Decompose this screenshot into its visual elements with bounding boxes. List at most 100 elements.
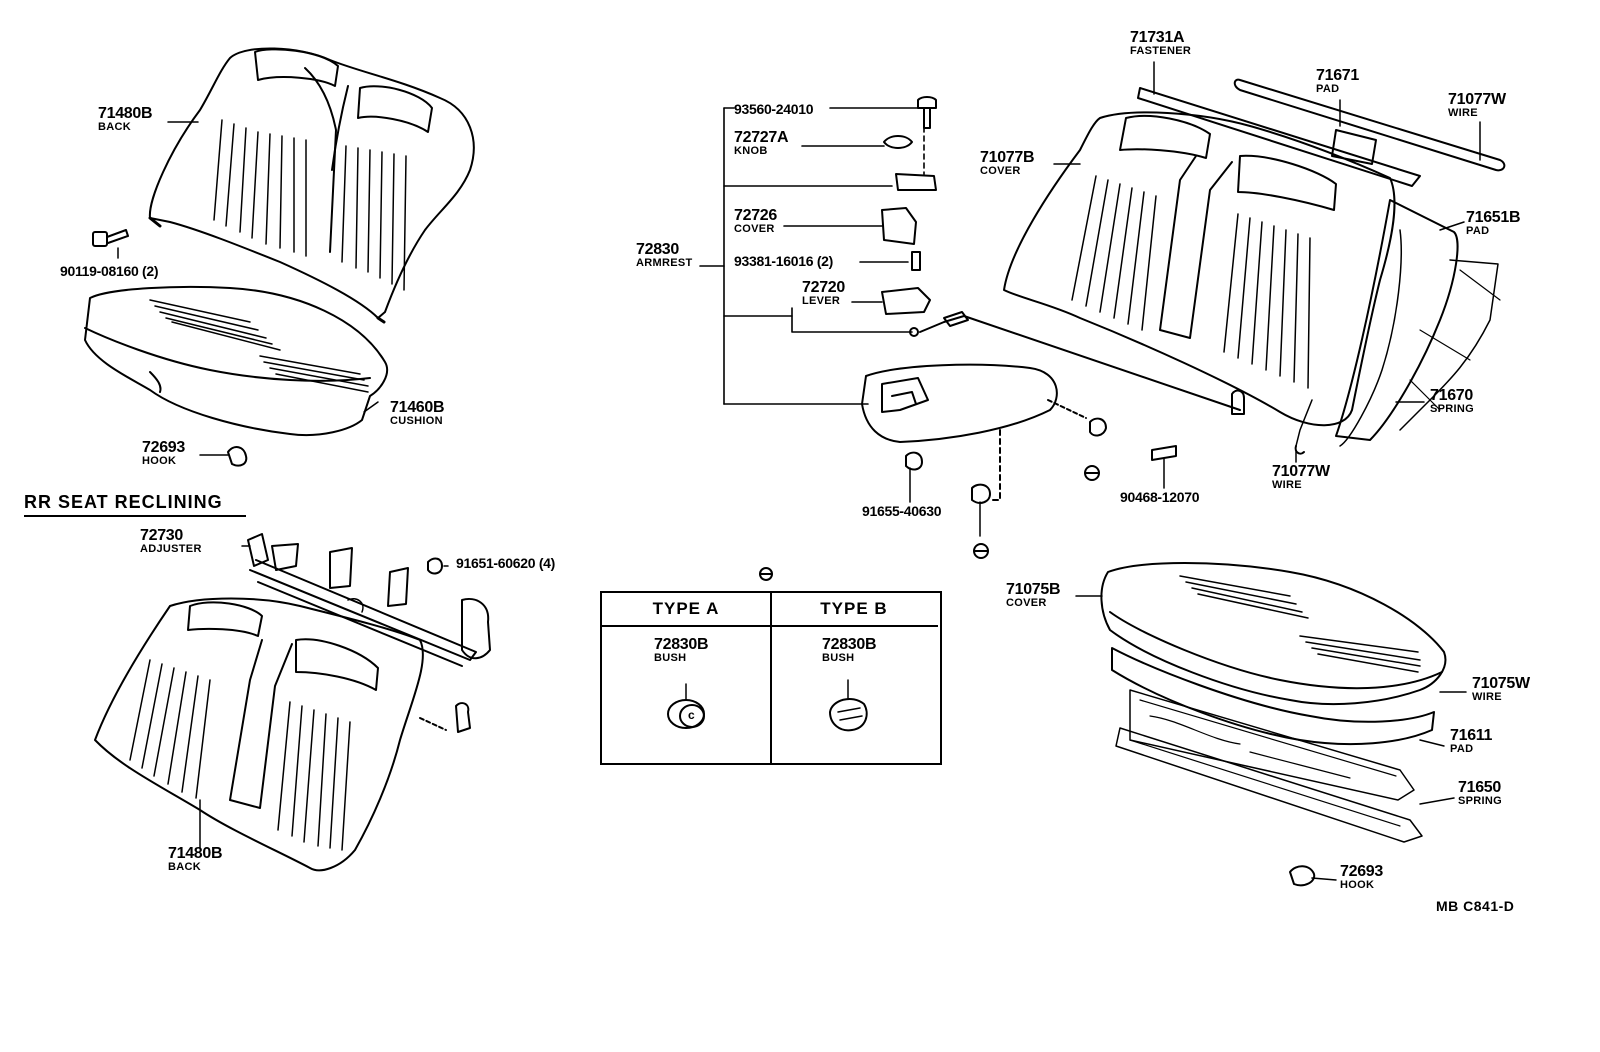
armrest-bracket-lines — [699, 107, 925, 405]
part-number: 72693 — [1340, 863, 1383, 880]
type-a-mark: c — [688, 708, 695, 722]
label-71077B: 71077B COVER — [980, 149, 1035, 177]
type-b-part-label: 72830B BUSH — [822, 636, 877, 664]
leader-lines — [117, 61, 1481, 881]
label-71077W-bottom: 71077W WIRE — [1272, 464, 1330, 491]
reference-code: MB C841-D — [1436, 898, 1515, 914]
right-back-illustration — [1003, 78, 1506, 455]
label-72730: 72730 ADJUSTER — [140, 528, 202, 555]
label-72693-right: 72693 HOOK — [1340, 864, 1383, 891]
part-name: BACK — [168, 861, 201, 873]
label-72693-left: 72693 HOOK — [142, 440, 185, 467]
part-number: 71671 — [1316, 67, 1359, 84]
part-number: 71480B — [98, 105, 153, 122]
part-name: WIRE — [1472, 691, 1502, 703]
label-71460B: 71460B CUSHION — [390, 399, 445, 427]
bolt-90119-illustration — [92, 229, 129, 247]
part-name: SPRING — [1430, 403, 1474, 415]
label-71651B: 71651B PAD — [1466, 209, 1521, 237]
part-number: 72727A — [734, 129, 789, 146]
label-71075B: 71075B COVER — [1006, 581, 1061, 609]
label-93560: 93560-24010 — [734, 101, 814, 117]
part-name: FASTENER — [1130, 45, 1192, 57]
bolt-91651-illustration — [427, 557, 443, 575]
bush-type-a-illustration — [667, 683, 705, 729]
label-71480B-bottom: 71480B BACK — [168, 846, 223, 873]
part-name: COVER — [1006, 597, 1047, 609]
label-71480B-top: 71480B BACK — [98, 105, 153, 133]
part-number: 71075W — [1472, 675, 1530, 692]
part-name: WIRE — [1448, 107, 1478, 119]
part-name: COVER — [980, 165, 1021, 177]
part-number: 71731A — [1130, 29, 1185, 46]
type-a-part-label: 72830B BUSH — [654, 636, 709, 664]
label-90468: 90468-12070 — [1120, 489, 1200, 505]
part-number: 71460B — [390, 399, 445, 416]
part-number: 72830B — [654, 636, 709, 653]
label-71731A: 71731A FASTENER — [1130, 30, 1191, 57]
part-name: SPRING — [1458, 795, 1502, 807]
part-name: PAD — [1316, 83, 1340, 95]
part-name: ADJUSTER — [140, 543, 202, 555]
bush-type-b-illustration — [829, 679, 868, 732]
part-number: 72730 — [140, 527, 183, 544]
label-72830: 72830 ARMREST — [636, 242, 693, 269]
adjuster-illustration — [247, 533, 491, 667]
part-number: 93381-16016 (2) — [734, 253, 834, 269]
part-number: 71651B — [1466, 209, 1521, 226]
label-93381: 93381-16016 (2) — [734, 254, 833, 268]
part-number: 71670 — [1430, 387, 1473, 404]
part-number: 72693 — [142, 439, 185, 456]
armrest-parts-illustration — [861, 96, 1241, 501]
part-name: HOOK — [1340, 879, 1375, 891]
part-number: 71077W — [1448, 91, 1506, 108]
seat-cushion-illustration — [84, 285, 389, 436]
part-name: COVER — [734, 223, 775, 235]
part-name: BUSH — [822, 652, 855, 664]
part-number: 71611 — [1450, 727, 1493, 744]
part-name: WIRE — [1272, 479, 1302, 491]
part-number: 71650 — [1458, 779, 1501, 796]
label-71670: 71670 SPRING — [1430, 388, 1474, 415]
part-name: PAD — [1450, 743, 1474, 755]
section-title: RR SEAT RECLINING — [24, 492, 246, 517]
part-number: 91655-40630 — [862, 503, 942, 519]
part-number: 72720 — [802, 279, 845, 296]
type-a-heading: TYPE A — [602, 593, 770, 627]
part-name: ARMREST — [636, 257, 693, 269]
label-91655: 91655-40630 — [862, 503, 942, 519]
label-72727A: 72727A KNOB — [734, 129, 789, 157]
part-number: 72726 — [734, 207, 777, 224]
part-number: 90119-08160 (2) — [60, 263, 159, 279]
part-name: PAD — [1466, 225, 1490, 237]
seat-back-illustration-bottom — [94, 597, 471, 872]
part-name: LEVER — [802, 295, 841, 307]
part-name: KNOB — [734, 145, 768, 157]
part-number: 71075B — [1006, 581, 1061, 598]
label-71650: 71650 SPRING — [1458, 780, 1502, 807]
part-number: 90468-12070 — [1120, 489, 1200, 505]
label-71077W-top: 71077W WIRE — [1448, 92, 1506, 119]
label-72720: 72720 LEVER — [802, 280, 845, 307]
part-name: BUSH — [654, 652, 687, 664]
part-number: 72830B — [822, 636, 877, 653]
bush-type-table: TYPE A 72830B BUSH c TYPE B 72830B BUSH — [600, 591, 942, 765]
seat-back-illustration-top — [148, 47, 475, 324]
part-number: 72830 — [636, 241, 679, 258]
type-b-column: TYPE B 72830B BUSH — [770, 593, 938, 763]
part-name: BACK — [98, 121, 131, 133]
part-number: 71077B — [980, 149, 1035, 166]
label-71075W: 71075W WIRE — [1472, 676, 1530, 703]
part-number: 91651-60620 (4) — [456, 555, 556, 571]
label-72726: 72726 COVER — [734, 208, 777, 235]
part-name: HOOK — [142, 455, 177, 467]
part-name: CUSHION — [390, 415, 443, 427]
right-cushion-illustration — [1100, 562, 1447, 887]
hook-left-illustration — [227, 446, 248, 467]
label-91651: 91651-60620 (4) — [456, 556, 555, 570]
part-number: 71077W — [1272, 463, 1330, 480]
part-number: 93560-24010 — [734, 101, 814, 117]
label-90119: 90119-08160 (2) — [60, 263, 159, 279]
fasteners-illustration — [759, 389, 1245, 581]
